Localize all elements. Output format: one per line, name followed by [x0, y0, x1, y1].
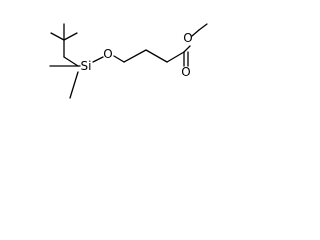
- bond-tbu-c1-c4: [63, 32, 78, 41]
- ester-oxygen-atom-label: O: [183, 31, 192, 45]
- bond-ester-o-methyl-2: [191, 29, 200, 37]
- bond-o-c4: [113, 55, 125, 63]
- bond-tbu-c1-c3: [50, 32, 65, 41]
- bond-si-o: [92, 56, 104, 63]
- bond-c3-c2: [145, 49, 168, 63]
- bond-tbu-si: [63, 56, 79, 67]
- bond-ester-o-methyl: [198, 23, 208, 31]
- carbonyl-oxygen-atom-label: O: [181, 65, 190, 79]
- si-label-mask: [77, 115, 93, 130]
- bond-c4-c3: [123, 49, 147, 63]
- bond-c2-c1: [166, 51, 185, 63]
- bond-si-methyl-down: [69, 71, 79, 99]
- silicon-atom-label: Si: [81, 59, 92, 73]
- structure-diagram: Si O O O: [49, 23, 208, 130]
- bond-c1-ester-o: [183, 45, 191, 53]
- ether-oxygen-atom-label: O: [103, 47, 112, 61]
